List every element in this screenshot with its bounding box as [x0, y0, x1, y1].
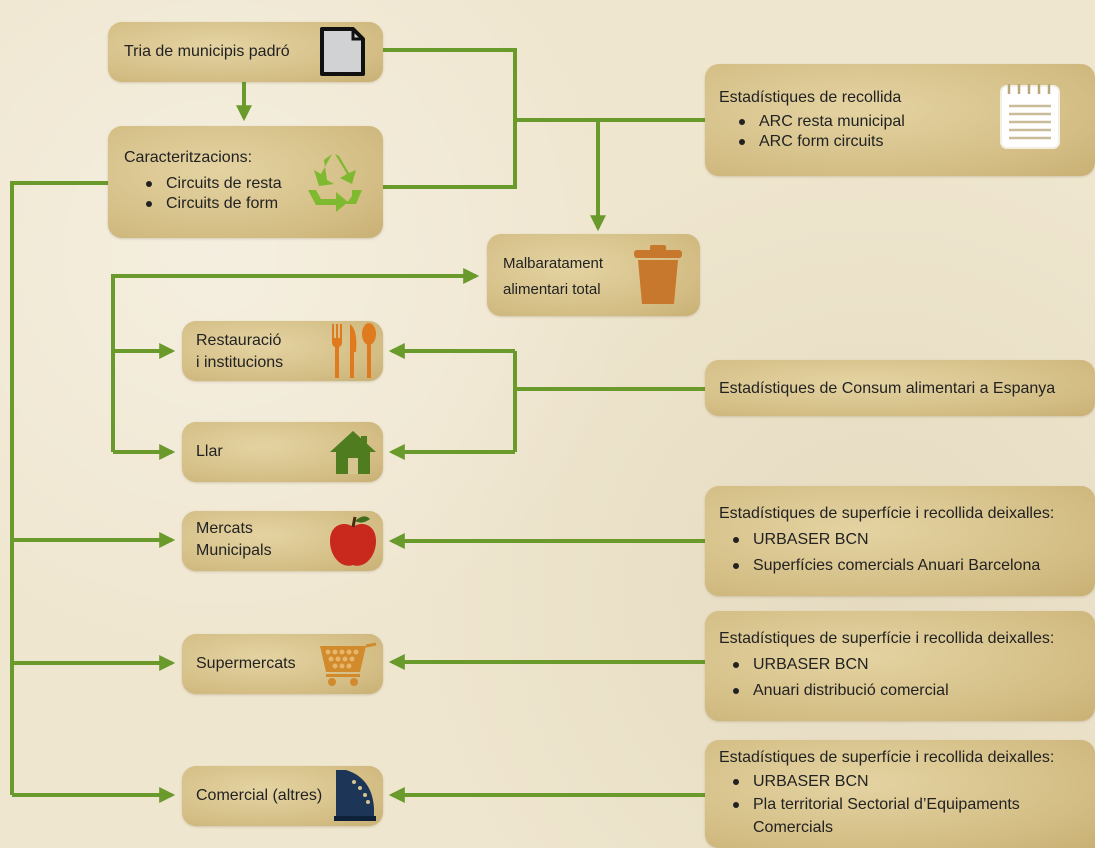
node-tria-label: Tria de municipis padró — [124, 43, 290, 60]
list-item: URBASER BCN — [723, 655, 949, 675]
line-left-trunk — [10, 181, 108, 795]
node-estad-comercial-list: URBASER BCN Pla territorial Sectorial d’… — [723, 772, 1020, 815]
node-estad-supermercats-list: URBASER BCN Anuari distribució comercial — [723, 655, 949, 701]
list-item: Circuits de form — [136, 194, 282, 214]
cash-register-icon — [334, 770, 376, 821]
node-estadistiques-recollida-list: ARC resta municipal ARC form circuits — [729, 112, 905, 152]
node-restauracio-line2: i institucions — [196, 354, 284, 371]
node-comercial: Comercial (altres) — [182, 766, 383, 826]
list-item: ARC form circuits — [729, 132, 905, 152]
node-mercats-line2: Municipals — [196, 542, 272, 559]
list-item: Superfícies comercials Anuari Barcelona — [723, 556, 1040, 576]
node-caracteritzacions-title: Caracteritzacions: — [124, 149, 253, 166]
node-llar: Llar — [182, 422, 383, 482]
node-estad-mercats: Estadístiques de superfície i recollida … — [705, 486, 1095, 596]
node-estad-supermercats-title: Estadístiques de superfície i recollida … — [719, 630, 1055, 647]
cutlery-icon — [332, 323, 376, 378]
apple-icon — [330, 516, 376, 566]
node-estad-comercial-title: Estadístiques de superfície i recollida … — [719, 749, 1055, 766]
notepad-icon — [1000, 84, 1060, 149]
node-consum-label: Estadístiques de Consum alimentari a Esp… — [719, 380, 1056, 397]
list-item: Pla territorial Sectorial d’Equipaments — [723, 795, 1020, 815]
list-item: Circuits de resta — [136, 174, 282, 194]
node-estad-supermercats: Estadístiques de superfície i recollida … — [705, 611, 1095, 721]
list-item: Anuari distribució comercial — [723, 681, 949, 701]
node-supermercats: Supermercats — [182, 634, 383, 694]
node-estadistiques-recollida-title: Estadístiques de recollida — [719, 89, 902, 106]
node-restauracio-line1: Restauració — [196, 332, 282, 349]
node-mercats-line1: Mercats — [196, 520, 253, 537]
node-caracteritzacions-list: Circuits de resta Circuits de form — [136, 174, 282, 214]
node-tria: Tria de municipis padró — [108, 22, 383, 82]
node-caracteritzacions: Caracteritzacions: Circuits de resta Cir… — [108, 126, 383, 238]
line-inner-bracket — [111, 268, 480, 452]
shopping-cart-icon — [320, 642, 377, 686]
node-malbaratament-line1: Malbaratament — [503, 255, 604, 272]
node-restauracio: Restauració i institucions — [182, 321, 383, 381]
house-icon — [330, 431, 376, 474]
node-estad-comercial: Estadístiques de superfície i recollida … — [705, 740, 1095, 848]
node-estad-mercats-title: Estadístiques de superfície i recollida … — [719, 505, 1055, 522]
node-estad-comercial-line3: Comercials — [753, 819, 834, 836]
node-comercial-label: Comercial (altres) — [196, 787, 323, 804]
list-item: URBASER BCN — [723, 772, 1020, 792]
trash-bin-icon — [634, 245, 682, 304]
line-tria-right — [383, 48, 517, 189]
node-estadistiques-recollida: Estadístiques de recollida ARC resta mun… — [705, 64, 1095, 176]
recycle-icon — [308, 154, 362, 212]
node-supermercats-label: Supermercats — [196, 655, 296, 672]
arrow-consum-to-restauracio — [392, 351, 517, 452]
document-icon — [320, 27, 365, 76]
node-llar-label: Llar — [196, 443, 223, 460]
node-consum: Estadístiques de Consum alimentari a Esp… — [705, 360, 1095, 416]
list-item: URBASER BCN — [723, 530, 1040, 550]
node-estad-mercats-list: URBASER BCN Superfícies comercials Anuar… — [723, 530, 1040, 576]
node-malbaratament: Malbaratament alimentari total — [487, 234, 700, 316]
node-mercats: Mercats Municipals — [182, 511, 383, 571]
list-item: ARC resta municipal — [729, 112, 905, 132]
node-malbaratament-line2: alimentari total — [503, 281, 601, 298]
